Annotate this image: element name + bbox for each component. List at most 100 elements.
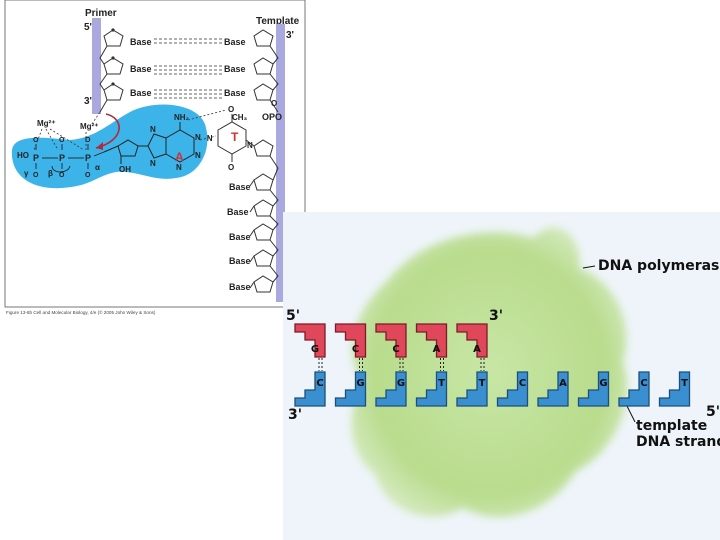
template-block <box>334 371 367 407</box>
primer-5prime-label: 5' <box>84 22 92 33</box>
template-base-letter: C <box>519 378 526 389</box>
nucleophilic-attack-arrowhead <box>96 142 103 150</box>
dna-polymerase-cartoon: DNA polymerase 5' 3' 3' 5' template DNA … <box>283 212 720 540</box>
ring-oxygen <box>111 56 115 60</box>
phosphate-p-label: P <box>269 112 275 122</box>
template-base-label: Base <box>229 256 251 266</box>
adenine-n-label: N <box>150 159 156 168</box>
primer-base-letter: C <box>352 344 359 355</box>
template-block <box>658 371 691 407</box>
gamma-symbol: γ <box>24 169 29 178</box>
adenine-n-label: N <box>195 151 201 160</box>
mg-ion-bound-label: Mg²⁺ <box>80 122 98 131</box>
template-backbone-link <box>269 73 279 91</box>
primer-base-label: Base <box>130 37 152 47</box>
primer-nucleotide: G <box>294 323 326 371</box>
template-backbone-link <box>269 265 279 283</box>
phosphate-alpha-p: P <box>85 153 91 163</box>
template-sugar-ring <box>253 83 274 101</box>
phosphate-oxygen-label: O <box>59 172 65 179</box>
ring-oxygen <box>111 28 115 32</box>
template-block <box>496 371 529 407</box>
template-sugar-chain <box>245 29 279 293</box>
template-block <box>537 371 569 407</box>
primer-sugar-ring <box>103 83 124 101</box>
mg-coordination-line <box>91 111 101 125</box>
primer-base-label: Base <box>130 88 152 98</box>
adenine-n-label: N <box>150 125 156 134</box>
enzyme-leader-line <box>582 265 596 269</box>
enzyme-label: DNA polymerase <box>598 258 720 274</box>
mg-coordination-lines <box>33 111 101 151</box>
phosphate-oxygen-label: O <box>33 172 39 179</box>
beta-symbol: β <box>48 169 53 178</box>
template-base-letter: T <box>438 378 445 389</box>
nucleotide-addition-diagram: Primer 5' Template 3' 3' Base Base Base … <box>4 0 306 315</box>
incoming-sugar-to-phosphate-bond <box>103 145 119 153</box>
template-nucleotide: T <box>415 371 448 407</box>
thymine-o-label: O <box>228 163 234 172</box>
oxygen-atom-label: O <box>275 112 282 122</box>
template-backbone-link <box>269 189 279 207</box>
primer-base-letter: C <box>392 344 399 355</box>
incoming-sugar-ring <box>117 139 139 157</box>
primer-nucleotide: C <box>375 323 407 371</box>
template-base-letter: T <box>479 378 486 389</box>
primer-base-letter: A <box>473 344 481 355</box>
primer-5prime-label: 5' <box>286 308 300 324</box>
template-3prime-label: 3' <box>288 407 302 423</box>
phosphate-bond <box>93 151 105 157</box>
at-hydrogen-bonds <box>187 109 227 141</box>
template-block <box>294 371 326 407</box>
thymine-o-label: O <box>228 105 234 114</box>
nucleophilic-attack-arrow <box>95 113 120 149</box>
at-hydrogen-bond <box>187 109 227 121</box>
incoming-dntp-blob <box>11 104 208 189</box>
template-5prime-label: 5' <box>706 404 720 420</box>
template-label: Template <box>256 16 300 27</box>
primer-block <box>456 323 488 358</box>
template-base-label: Base <box>229 182 251 192</box>
thymine-n-label: N <box>247 141 253 150</box>
incoming-sugar <box>103 139 148 164</box>
template-nucleotide: A <box>537 371 569 407</box>
template-sugar-ring <box>253 249 274 267</box>
primer-sugar-ring <box>103 57 124 75</box>
template-base-link <box>249 255 255 263</box>
ring-oxygen <box>111 82 115 86</box>
primer-nucleotide: C <box>334 323 367 371</box>
template-base-letter: G <box>356 378 364 389</box>
phosphate-beta-p: P <box>59 153 65 163</box>
template-base-link <box>249 229 255 237</box>
primer-sugar-ring <box>103 29 124 47</box>
template-nucleotide: T <box>658 371 691 407</box>
primer-sugar-chain <box>99 29 124 113</box>
phosphate-bonds <box>35 144 105 169</box>
template-block <box>577 371 610 407</box>
template-base-label: Base <box>229 232 251 242</box>
dna-polymerase-enzyme <box>351 227 628 518</box>
template-block <box>618 371 650 407</box>
template-strand-label-line2: DNA strand <box>636 434 720 450</box>
phosphate-oxygen-label: O <box>85 172 91 179</box>
primer-3prime-label: 3' <box>489 308 503 324</box>
template-nucleotide: G <box>577 371 610 407</box>
ho-label: HO <box>17 151 29 160</box>
adenine-n-label: N <box>195 133 201 142</box>
template-backbone-link <box>269 99 279 113</box>
template-base-letter: T <box>681 378 688 389</box>
primer-nucleotide: A <box>456 323 488 371</box>
at-hydrogen-bond <box>199 135 217 141</box>
primer-label: Primer <box>85 8 117 19</box>
oxygen-atom-label: O <box>271 99 277 108</box>
primer-3prime-link <box>99 99 108 113</box>
primer-backbone-bar <box>92 18 101 114</box>
template-sugar-ring <box>253 173 274 191</box>
adenine-n-label: N <box>176 163 182 172</box>
template-base-label: Base <box>227 207 249 217</box>
phosphate-oxygen-label: O <box>33 137 39 144</box>
primer-backbone-link <box>99 73 108 91</box>
phosphate-oxygen-label: O <box>85 137 91 144</box>
